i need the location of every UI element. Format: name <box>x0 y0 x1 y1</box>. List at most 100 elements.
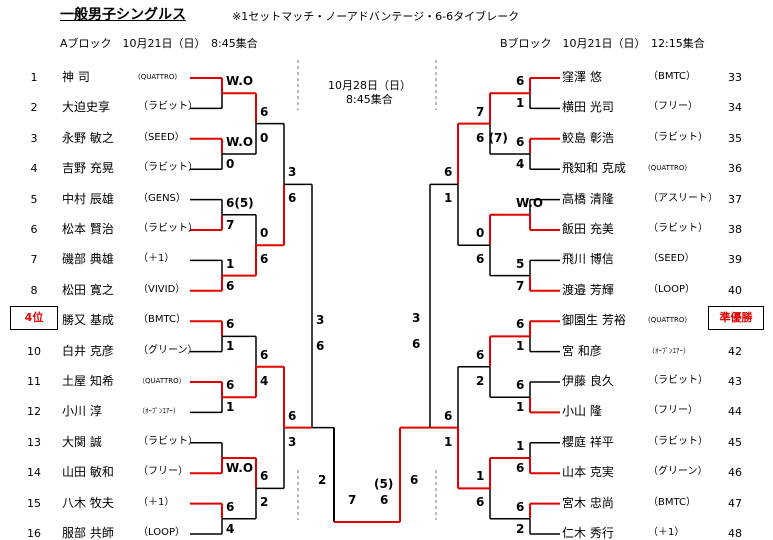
score-label: 5 <box>516 256 525 271</box>
player-name: 松田 寛之 <box>62 282 114 297</box>
score-label: 1 <box>444 191 453 206</box>
player-number: 3 <box>30 131 38 145</box>
player-team: （QUATTRO） <box>138 377 186 385</box>
final-time: 8:45集合 <box>346 93 393 106</box>
score-label: (5) <box>374 477 394 491</box>
player-name: 大迫史享 <box>62 100 111 115</box>
score-label: 1 <box>444 434 453 449</box>
player-team: （＋1） <box>138 496 175 508</box>
score-label: 6 <box>476 495 485 510</box>
player-name: 御園生 芳裕 <box>562 313 626 328</box>
player-number: 48 <box>728 527 742 540</box>
score-label: 0 <box>226 157 235 171</box>
score-label: 6 <box>444 408 453 423</box>
player-number: 6 <box>30 223 38 236</box>
player-team: （LOOP） <box>648 283 695 295</box>
player-number: 35 <box>728 131 742 145</box>
player-number: 12 <box>27 405 41 419</box>
player-team: （アスリート） <box>648 192 718 204</box>
player-name: 高橋 清隆 <box>562 191 614 206</box>
player-number: 46 <box>728 466 742 480</box>
score-label: 2 <box>476 373 485 388</box>
score-label: 1 <box>226 339 235 354</box>
player-name: 山本 克実 <box>562 465 614 480</box>
score-label: 6 <box>516 461 525 475</box>
player-team: （フリー） <box>138 466 188 478</box>
score-label: 1 <box>516 339 525 354</box>
player-name: 永野 敏之 <box>62 130 114 145</box>
score-label: 6 <box>412 337 421 351</box>
player-team: （ラビット） <box>138 223 198 234</box>
player-name: 磯部 典雄 <box>62 252 114 267</box>
player-name: 仁木 秀行 <box>562 526 614 540</box>
player-team: （ｵｰﾌﾟﾝｴｱｰ） <box>138 407 180 416</box>
player-team: （GENS） <box>138 192 186 204</box>
score-label: 1 <box>516 400 525 415</box>
player-team: (QUATTRO) <box>138 73 178 81</box>
score-label: 6 <box>476 347 485 362</box>
score-label: 3 <box>288 165 297 180</box>
score-label: 6 <box>516 317 525 332</box>
rules-note: ※1セットマッチ・ノーアドバンテージ・6-6タイブレーク <box>232 10 520 23</box>
score-label: 7 <box>348 493 357 507</box>
score-label: 1 <box>516 96 525 111</box>
score-label: 6 <box>260 252 269 267</box>
player-number: 40 <box>728 283 742 297</box>
score-label: 6 <box>316 339 325 353</box>
player-number: 14 <box>27 466 41 480</box>
player-name: 勝又 基成 <box>62 313 114 328</box>
player-number: 38 <box>728 223 742 236</box>
player-team: （BMTC） <box>138 314 186 326</box>
player-name: 松本 賢治 <box>62 222 114 236</box>
score-label: 6 <box>260 104 269 119</box>
score-label: 6 (7) <box>476 130 508 145</box>
rank-badge-a: 4位 <box>10 306 58 330</box>
player-number: 7 <box>30 253 38 267</box>
player-name: 飛川 博信 <box>562 252 614 267</box>
score-label: 1 <box>476 469 485 484</box>
score-label: 0 <box>476 226 485 241</box>
score-label: 3 <box>412 311 421 325</box>
player-number: 1 <box>30 71 38 84</box>
score-label: 1 <box>226 256 235 271</box>
player-number: 44 <box>728 405 742 419</box>
player-name: 小川 淳 <box>62 404 102 419</box>
score-label: 3 <box>316 313 325 327</box>
score-label: 6 <box>226 317 235 332</box>
player-team: （ラビット） <box>648 375 708 386</box>
player-number: 4 <box>30 162 38 176</box>
score-label: 4 <box>260 373 269 388</box>
player-team: （ラビット） <box>648 131 708 143</box>
score-label: 2 <box>260 495 269 510</box>
player-name: 窪澤 悠 <box>562 70 602 84</box>
score-label: 3 <box>288 434 297 449</box>
score-label: W.O <box>226 461 254 475</box>
player-team: （LOOP） <box>138 527 185 538</box>
player-team: （SEED） <box>138 131 185 143</box>
player-number: 45 <box>728 435 742 449</box>
player-number: 33 <box>728 71 742 84</box>
player-name: 吉野 充晃 <box>62 161 114 176</box>
player-team: （ラビット） <box>138 162 198 174</box>
score-label: 6 <box>288 408 297 423</box>
score-label: 6 <box>380 493 389 507</box>
player-number: 2 <box>30 101 38 115</box>
player-team: (QUATTRO) <box>648 164 688 173</box>
score-label: 4 <box>516 157 525 171</box>
score-label: W.O <box>516 195 544 210</box>
player-team: （＋1） <box>648 527 685 538</box>
score-label: 7 <box>476 104 485 119</box>
player-number: 43 <box>728 375 742 388</box>
score-label: 0 <box>260 130 269 145</box>
score-label: 2 <box>516 521 525 536</box>
player-number: 37 <box>728 192 742 206</box>
score-label: 6(5) <box>226 195 254 210</box>
score-label: 6 <box>516 378 525 393</box>
player-team: (QUATTRO) <box>648 316 688 325</box>
score-label: 7 <box>516 278 525 293</box>
player-team: （BMTC） <box>648 496 696 508</box>
score-label: 6 <box>226 378 235 393</box>
player-name: 八木 牧夫 <box>62 495 114 510</box>
